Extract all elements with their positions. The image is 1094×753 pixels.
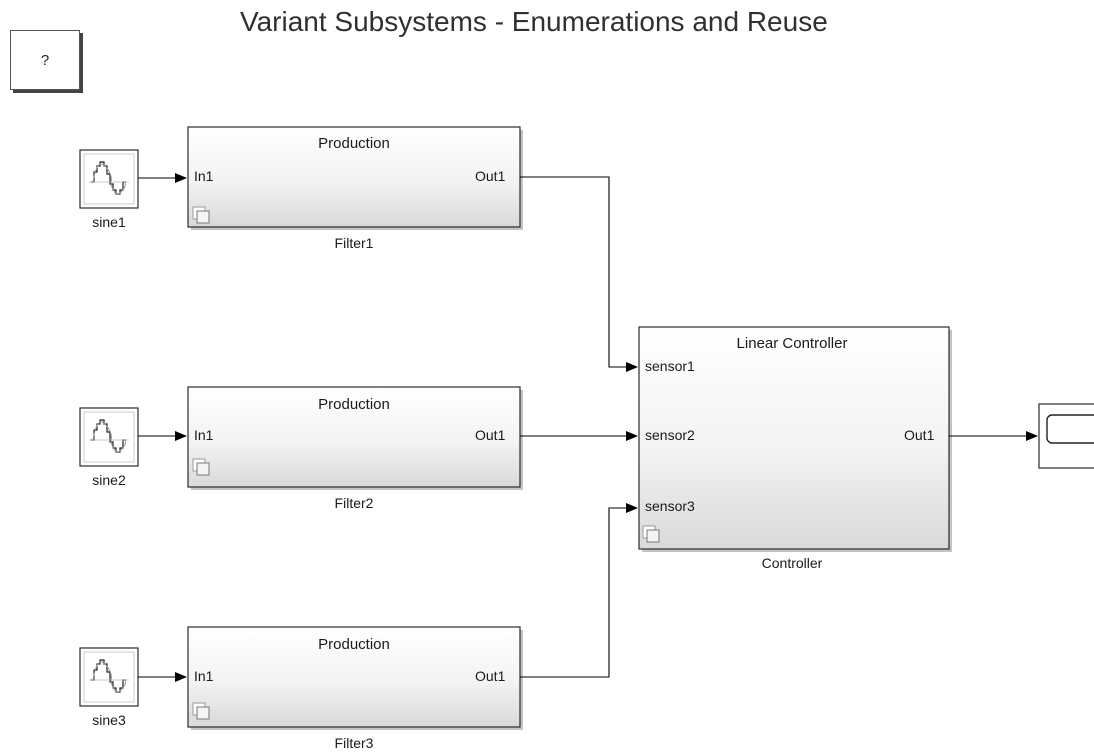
filter3-name: Filter3 [334, 735, 374, 751]
signal-lines [138, 173, 1038, 682]
controller-in-port-sensor2: sensor2 [645, 427, 695, 443]
filter2-in-port: In1 [194, 427, 214, 443]
sine3-block[interactable] [79, 647, 139, 707]
sine1-label: sine1 [92, 214, 126, 230]
help-button[interactable]: ? [10, 30, 80, 90]
filter3-out-port: Out1 [475, 668, 506, 684]
sine2-label: sine2 [92, 472, 126, 488]
scope-block[interactable] [1038, 403, 1094, 469]
sine3-label: sine3 [92, 712, 126, 728]
help-button-label: ? [40, 51, 50, 69]
controller-out-port: Out1 [904, 427, 935, 443]
controller-block[interactable] [638, 326, 952, 552]
signal-filter3-controller [520, 503, 638, 678]
filter1-name: Filter1 [334, 235, 374, 251]
sine1-block[interactable] [79, 149, 139, 209]
filter3-in-port: In1 [194, 668, 214, 684]
filter2-name: Filter2 [334, 495, 374, 511]
filter3-block[interactable] [187, 626, 523, 730]
controller-in-port-sensor1: sensor1 [645, 358, 695, 374]
controller-variant-label: Linear Controller [736, 335, 848, 352]
controller-in-port-sensor3: sensor3 [645, 498, 695, 514]
signal-filter1-controller [520, 176, 638, 372]
filter3-variant-label: Production [318, 636, 390, 653]
filter1-block[interactable] [187, 126, 523, 230]
diagram-title: Variant Subsystems - Enumerations and Re… [240, 6, 828, 37]
filter1-in-port: In1 [194, 168, 214, 184]
filter2-variant-label: Production [318, 396, 390, 413]
sine2-block[interactable] [79, 407, 139, 467]
controller-name: Controller [761, 555, 823, 571]
filter2-block[interactable] [187, 386, 523, 490]
filter2-out-port: Out1 [475, 427, 506, 443]
filter1-out-port: Out1 [475, 168, 506, 184]
filter1-variant-label: Production [318, 135, 390, 152]
